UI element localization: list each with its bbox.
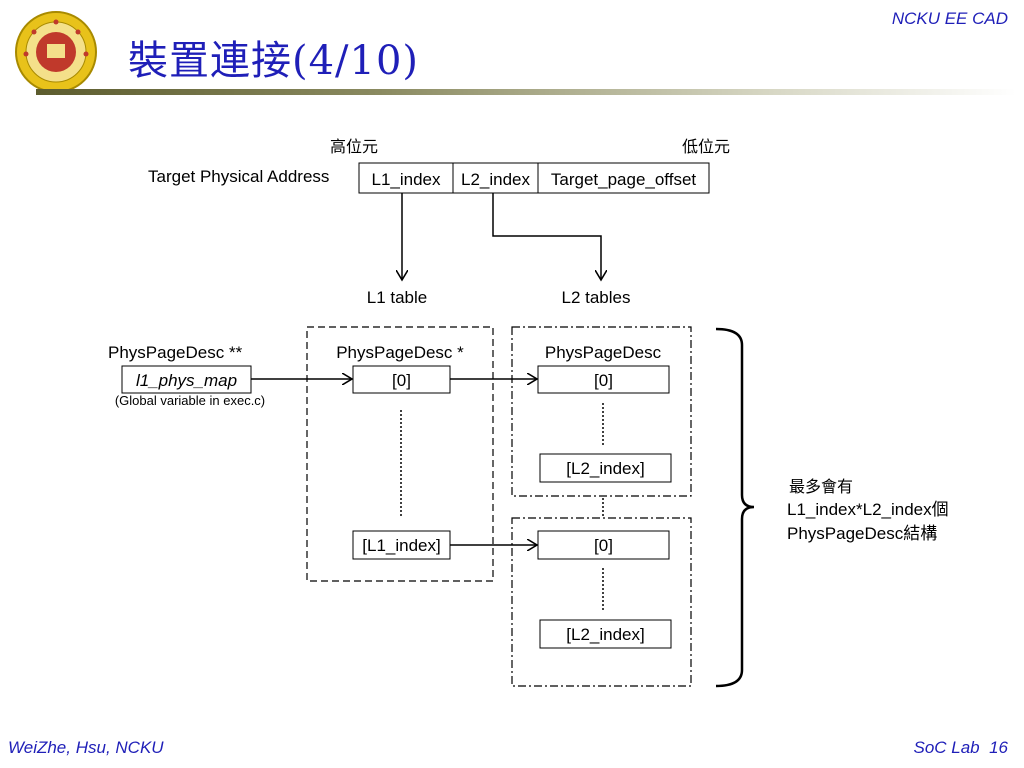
address-fields: L1_index L2_index Target_page_offset [358,162,710,194]
l2-a-entry-last [539,453,672,483]
l1-type-label: PhysPageDesc * [336,343,464,362]
course-label: NCKU EE CAD [891,9,1008,28]
l2-a-entry-last-label: [L2_index] [566,459,644,478]
l1-entry-last [352,530,451,560]
var-box [121,365,252,394]
l1-table-label: L1 table [367,288,428,307]
address-label: Target Physical Address [148,167,329,186]
l2-index-arrow [492,193,601,280]
low-bits-label: 低位元 [682,137,730,156]
summary-line-2: L1_index*L2_index個 [787,500,949,519]
address-field-offset: Target_page_offset [551,170,697,189]
high-bits-label: 高位元 [330,137,378,156]
l2-a-entry-first-label: [0] [594,371,613,390]
l2-b-entry-last-label: [L2_index] [566,625,644,644]
summary-line-3: PhysPageDesc結構 [787,524,937,543]
l2-b-entry-last [539,619,672,649]
var-type-label: PhysPageDesc ** [108,343,243,362]
l2-b-entry-first-label: [0] [594,536,613,555]
slide-number-footer: SoC Lab 16 [913,738,1008,757]
page-title: 裝置連接(4/10) [128,38,420,84]
l1-entry-first-label: [0] [392,371,411,390]
l1-entry-last-label: [L1_index] [362,536,440,555]
university-seal-icon [15,11,97,93]
right-brace [715,327,755,688]
l2-b-entry-first [537,530,670,560]
address-field-l2: L2_index [461,170,531,189]
l2-table-b-frame [511,517,692,687]
title-divider [36,89,1016,95]
summary-line-1: 最多會有 [789,477,853,496]
var-name: l1_phys_map [136,371,237,390]
address-field-l1: L1_index [371,170,441,189]
l2-type-label: PhysPageDesc [545,343,662,362]
author-footer: WeiZhe, Hsu, NCKU [8,738,164,757]
l1-table-frame [306,326,494,582]
l2-tables-label: L2 tables [562,288,631,307]
var-note: (Global variable in exec.c) [115,393,265,408]
l2-table-a-frame [511,326,692,497]
